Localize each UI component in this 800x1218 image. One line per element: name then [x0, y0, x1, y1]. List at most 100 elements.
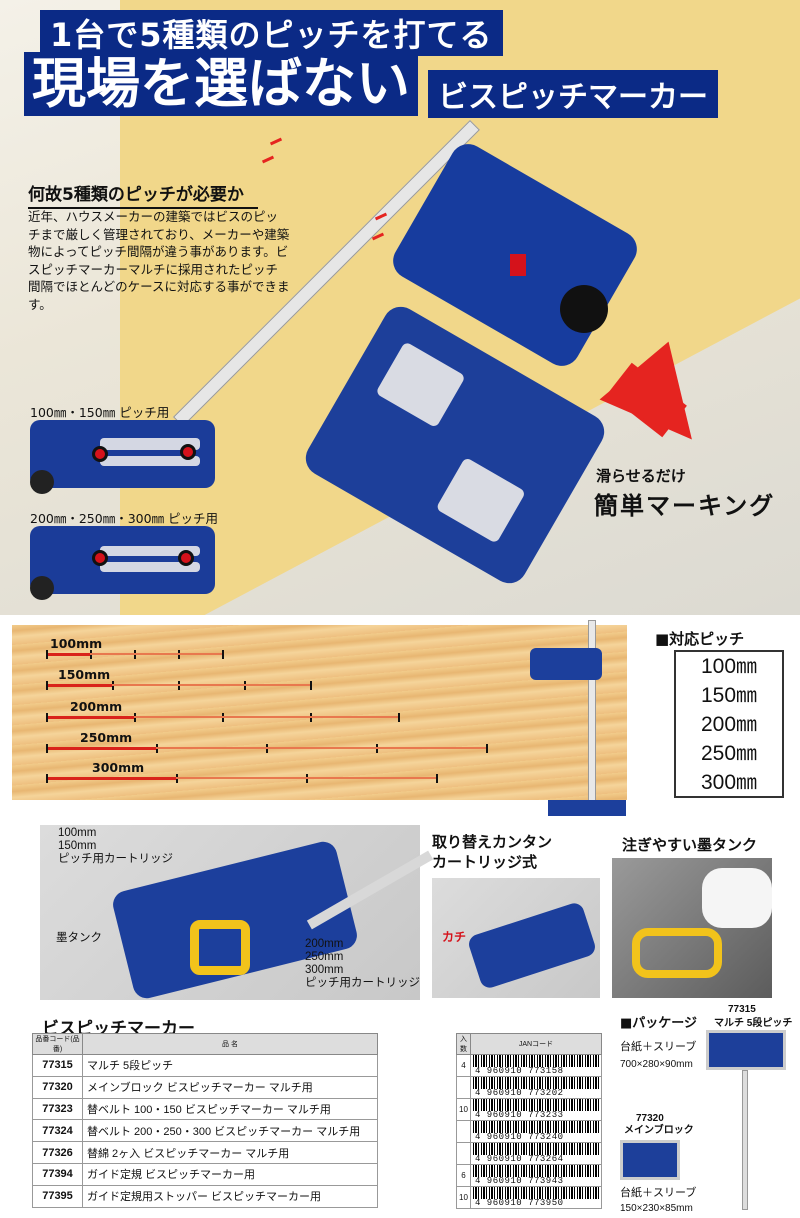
pitch-segment	[306, 777, 436, 779]
col-name-header: 品 名	[82, 1033, 378, 1055]
package-title: ■パッケージ	[620, 1016, 698, 1031]
product-code: 77395	[32, 1184, 83, 1208]
pitch-segment	[176, 777, 306, 779]
why-title: 何故5種類のピッチが必要か	[28, 180, 258, 209]
pitch-first-segment	[48, 653, 92, 656]
knob-image	[560, 285, 608, 333]
qty-cell: 6	[456, 1164, 471, 1187]
hero-title-line3: ビスピッチマーカー	[428, 70, 718, 118]
jan-code: 4 960910 773943	[475, 1176, 564, 1186]
qty-cell: 10	[456, 1098, 471, 1121]
supported-pitch-box: 100㎜ 150㎜ 200㎜ 250㎜ 300㎜	[674, 650, 784, 798]
pitch-segment	[156, 747, 266, 749]
pitch-segment	[266, 747, 376, 749]
barcode-icon	[473, 1187, 599, 1199]
feature-ink-title: 注ぎやすい墨タンク	[622, 836, 758, 854]
qty-cell	[456, 1142, 471, 1165]
table-row: 6 4 960910 773943	[456, 1164, 602, 1187]
pitch-tick	[46, 774, 48, 783]
pitch-first-segment	[48, 716, 136, 719]
hero-title-line2: 現場を選ばない	[24, 52, 418, 116]
package2-image	[620, 1140, 680, 1180]
product-name: マルチ 5段ピッチ	[82, 1054, 378, 1077]
pitch-row-label: 300mm	[92, 760, 145, 775]
product-code: 77320	[32, 1075, 83, 1099]
supported-pitch-title: ■対応ピッチ	[655, 630, 745, 648]
why-body: 近年、ハウスメーカーの建築ではビスのピッチまで厳しく管理されており、メーカーや建…	[28, 209, 290, 312]
jan-code: 4 960910 773950	[475, 1198, 564, 1208]
qty-cell: 4	[456, 1054, 471, 1077]
pitch-value: 300㎜	[700, 771, 758, 794]
pitch-row-label: 250mm	[80, 730, 133, 745]
qty-cell	[456, 1076, 471, 1099]
product-name: 替綿 2ヶ入 ビスピッチマーカー マルチ用	[82, 1141, 378, 1164]
package1-type: 台紙＋スリーブ	[620, 1041, 697, 1053]
pitch-segment	[178, 684, 244, 686]
pitch-row-label: 100mm	[50, 636, 103, 651]
product-code: 77324	[32, 1119, 83, 1143]
pitch-row-label: 150mm	[58, 667, 111, 682]
package2-code: 77320	[636, 1113, 664, 1124]
mini-marker-image	[530, 648, 602, 680]
product-name: メインブロック ビスピッチマーカー マルチ用	[82, 1075, 378, 1099]
package2-size: 150×230×85mm	[620, 1203, 693, 1214]
pitch-first-segment	[48, 777, 178, 780]
qty-cell: 10	[456, 1186, 471, 1209]
package1-name: マルチ 5段ピッチ	[714, 1018, 793, 1029]
pitch-segment	[112, 684, 178, 686]
pitch-value: 250㎜	[700, 742, 758, 765]
main-label-cartridge2: 200mm 250mm 300mm ピッチ用カートリッジ	[305, 938, 420, 989]
table-row: 10 4 960910 773950	[456, 1186, 602, 1209]
pitch-tick	[486, 744, 488, 753]
pitch-value: 100㎜	[700, 655, 758, 678]
hero-title-line1: 1台で5種類のピッチを打てる	[40, 10, 503, 56]
pitch-tick	[46, 713, 48, 722]
pitch-segment	[178, 653, 222, 655]
cartridge-swap-photo: カチ	[432, 878, 600, 998]
qty-cell	[456, 1120, 471, 1143]
barcode-icon	[473, 1121, 599, 1133]
package1-image	[706, 1030, 786, 1070]
slide-caption-small: 滑らせるだけ	[596, 467, 686, 485]
package1-code: 77315	[728, 1004, 756, 1015]
jan-code: 4 960910 773202	[475, 1088, 564, 1098]
jan-code: 4 960910 773158	[475, 1066, 564, 1076]
pitch-tick	[398, 713, 400, 722]
col-jan-header: JANコード	[470, 1033, 602, 1055]
pitch-segment	[310, 716, 398, 718]
red-button-image	[510, 254, 526, 276]
cartridge1-label: 100㎜・150㎜ ピッチ用	[30, 405, 170, 420]
main-product-photo	[40, 825, 434, 1002]
click-text: カチ	[442, 930, 467, 944]
pitch-first-segment	[48, 684, 114, 687]
package2-type: 台紙＋スリーブ	[620, 1187, 697, 1199]
barcode-icon	[473, 1165, 599, 1177]
barcode-icon	[473, 1143, 599, 1155]
jan-table: 入数 JANコード 4 4 960910 773158 4 960910 7732…	[456, 1033, 602, 1209]
pitch-value: 200㎜	[700, 713, 758, 736]
table-row: 4 960910 773264	[456, 1142, 602, 1165]
pitch-segment	[134, 653, 178, 655]
package2-name: メインブロック	[624, 1125, 694, 1136]
pitch-tick	[222, 650, 224, 659]
pitch-first-segment	[48, 747, 158, 750]
product-name: ガイド定規 ビスピッチマーカー用	[82, 1162, 378, 1186]
product-code: 77315	[32, 1054, 83, 1077]
cartridge2-label: 200㎜・250㎜・300㎜ ピッチ用	[30, 511, 219, 526]
package1-ruler-image	[742, 1070, 748, 1210]
ink-tank-photo	[612, 858, 772, 998]
table-row: 4 960910 773202	[456, 1076, 602, 1099]
jan-code: 4 960910 773240	[475, 1132, 564, 1142]
col-qty-header: 入数	[456, 1033, 471, 1055]
jan-code: 4 960910 773264	[475, 1154, 564, 1164]
barcode-icon	[473, 1099, 599, 1111]
main-label-cartridge1: 100mm 150mm ピッチ用カートリッジ	[58, 827, 173, 865]
pitch-segment	[376, 747, 486, 749]
pitch-segment	[222, 716, 310, 718]
